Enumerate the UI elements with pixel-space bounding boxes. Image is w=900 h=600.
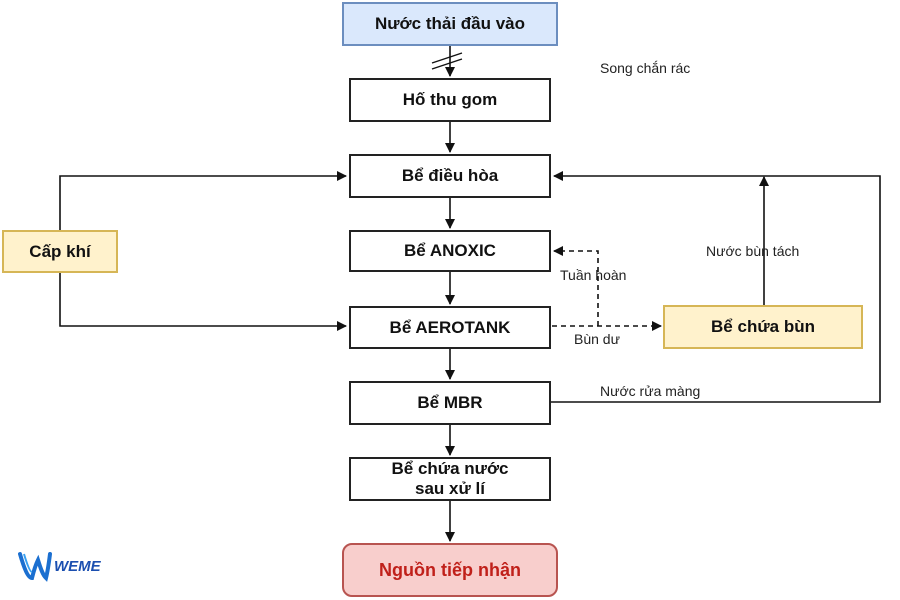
node-mbr-label: Bể MBR (417, 393, 483, 413)
node-equalization-label: Bể điều hòa (401, 166, 499, 186)
node-aerotank: Bể AEROTANK (349, 306, 551, 349)
node-treated-storage-line2: sau xử lí (415, 479, 485, 498)
weme-logo-icon (18, 552, 52, 582)
label-screen: Song chắn rác (600, 60, 691, 76)
edge-air-to-aerotank (59, 273, 347, 331)
node-influent-label: Nước thải đầu vào (374, 14, 526, 34)
label-membrane-wash-water: Nước rửa màng (600, 383, 701, 399)
label-excess-sludge: Bùn dư (574, 331, 620, 347)
edge-recirculation (553, 246, 599, 326)
node-anoxic-label: Bể ANOXIC (404, 241, 496, 261)
node-treated-storage: Bể chứa nước sau xử lí (349, 457, 551, 501)
node-treated-storage-line1: Bể chứa nước (391, 459, 509, 479)
node-mbr: Bể MBR (349, 381, 551, 425)
edge-air-to-equalization (59, 171, 347, 230)
edge-membrane-wash-return (550, 171, 881, 403)
node-influent: Nước thải đầu vào (342, 2, 558, 46)
node-anoxic: Bể ANOXIC (349, 230, 551, 272)
weme-logo: WEME (18, 550, 101, 582)
node-air-supply: Cấp khí (2, 230, 118, 273)
node-collection-pit-label: Hố thu gom (402, 90, 498, 110)
node-receiving-source: Nguồn tiếp nhận (342, 543, 558, 597)
label-separated-sludge-water: Nước bùn tách (706, 243, 800, 259)
weme-logo-text: WEME (54, 557, 101, 575)
node-equalization: Bể điều hòa (349, 154, 551, 198)
node-sludge-tank: Bể chứa bùn (663, 305, 863, 349)
node-sludge-tank-label: Bể chứa bùn (711, 317, 815, 337)
screen-symbol (431, 52, 463, 70)
node-air-supply-label: Cấp khí (29, 241, 91, 261)
node-receiving-source-label: Nguồn tiếp nhận (379, 559, 521, 580)
label-recirculation: Tuần hoàn (560, 267, 627, 283)
node-collection-pit: Hố thu gom (349, 78, 551, 122)
node-aerotank-label: Bể AEROTANK (389, 317, 511, 337)
